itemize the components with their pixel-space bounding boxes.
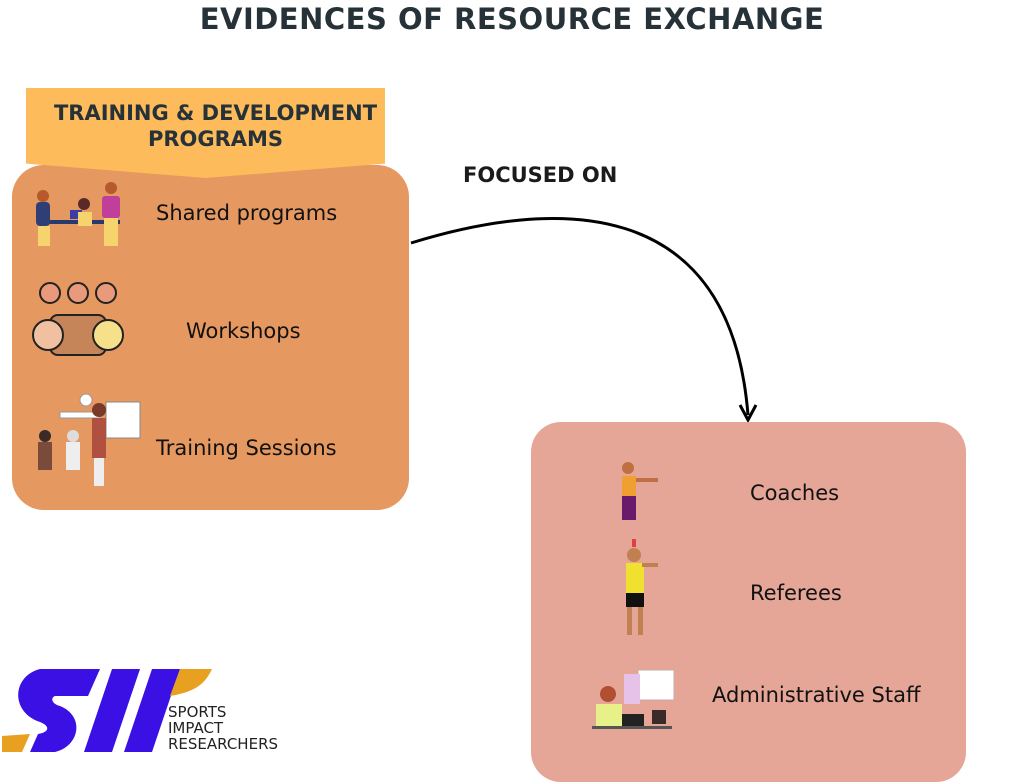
left-item-label: Shared programs [156, 201, 338, 225]
referee-icon [626, 539, 658, 635]
presentation-icon [38, 393, 141, 486]
left-item-label: Training Sessions [156, 436, 337, 460]
office-worker-icon [592, 669, 675, 729]
banner-line1: TRAINING & DEVELOPMENT [53, 101, 378, 125]
page-title: EVIDENCES OF RESOURCE EXCHANGE [199, 2, 825, 36]
connector-label: FOCUSED ON [463, 163, 618, 187]
right-item-label: Coaches [750, 481, 840, 505]
team-meeting-icon [36, 182, 120, 246]
logo-line3: RESEARCHERS [168, 735, 279, 753]
logo-line2: IMPACT [168, 719, 224, 737]
banner [26, 88, 385, 178]
sii-logo [2, 669, 212, 752]
group-table-icon [32, 282, 124, 356]
logo-line1: SPORTS [168, 703, 227, 721]
right-item-label: Administrative Staff [712, 683, 921, 707]
coach-icon [622, 462, 658, 520]
curved-arrow-icon [410, 216, 758, 424]
banner-line2: PROGRAMS [147, 127, 284, 151]
left-item-label: Workshops [186, 319, 301, 343]
right-item-label: Referees [750, 581, 842, 605]
